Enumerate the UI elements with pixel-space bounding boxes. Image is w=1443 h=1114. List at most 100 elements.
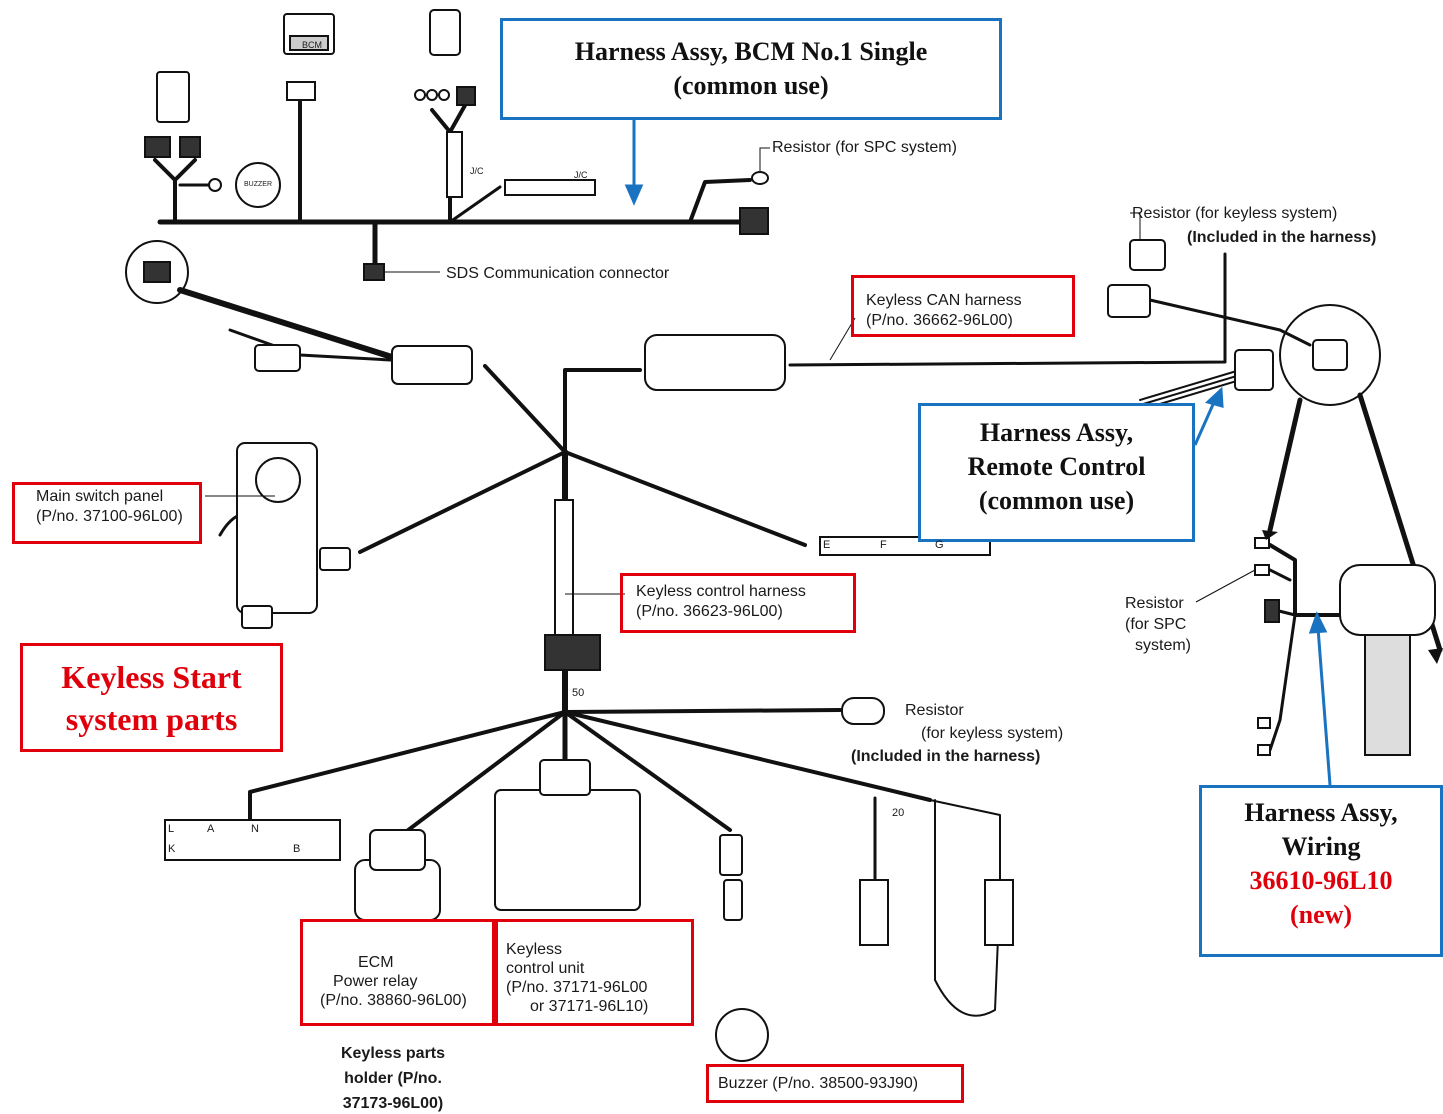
keyless-can-name: Keyless CAN harness	[866, 292, 1022, 309]
wire-to-resistor-mid	[563, 708, 842, 714]
callout-wiring-status: (new)	[1289, 900, 1353, 929]
leader-resistor-right	[1195, 569, 1256, 603]
wire-to-lkab	[248, 710, 567, 822]
right-conn-a	[1107, 284, 1151, 318]
wire-fuse-loop	[934, 799, 1001, 1017]
right-resistor-1	[1254, 537, 1270, 549]
keyless-unit-line2: control unit	[506, 960, 585, 977]
mid-connector-left	[391, 345, 473, 385]
label-included-top: (Included in the harness)	[1187, 229, 1377, 246]
label-50: 50	[572, 687, 585, 699]
label-conn-k: K	[168, 843, 176, 855]
callout-remote-harness: Harness Assy, Remote Control (common use…	[918, 403, 1195, 542]
wire-to-left-connector	[483, 364, 567, 454]
harness-tape	[554, 499, 574, 641]
label-conn-a: A	[207, 823, 215, 835]
bcm-end-conn	[739, 207, 769, 235]
box-buzzer	[706, 1064, 964, 1103]
box-main-switch	[12, 482, 202, 544]
bcm-branch-resistor	[688, 178, 752, 224]
right-conn-c	[1312, 339, 1348, 371]
callout-wiring-harness: Harness Assy, Wiring 36610-96L10 (new)	[1199, 785, 1443, 957]
label-resistor-right-1: Resistor	[1125, 595, 1184, 612]
callout-wiring-line2: Wiring	[1281, 832, 1361, 861]
label-resistor-right-3: system)	[1135, 637, 1191, 654]
box-ecm-relay	[300, 919, 495, 1026]
right-wiring-trunk	[1268, 543, 1347, 617]
buzzer-name: Buzzer (P/no. 38500-93J90)	[718, 1075, 919, 1092]
leader-can	[829, 317, 856, 361]
label-buzzer-small: BUZZER	[244, 181, 272, 188]
arrow-black-right-1	[1262, 530, 1278, 540]
wire-fuse-b	[929, 799, 1001, 881]
box-keyless-control-harness	[620, 573, 856, 633]
arrow-wiring-head	[1308, 611, 1328, 634]
main-switch-conn	[319, 547, 351, 571]
wire-can-long	[788, 252, 1227, 367]
label-conn-b: B	[293, 843, 301, 855]
parts-holder-line2: holder (P/no.	[344, 1070, 442, 1087]
can-connector	[644, 334, 786, 391]
callout-wiring-part: 36610-96L10	[1249, 866, 1393, 895]
lens-right-beam	[1267, 397, 1303, 533]
parts-holder-line1: Keyless parts	[340, 1045, 446, 1062]
bcm-box-inner	[289, 35, 329, 51]
label-resistor-spc-top: Resistor (for SPC system)	[772, 139, 957, 156]
remote-conn-round3	[438, 89, 450, 101]
lens-left-conn	[143, 261, 171, 283]
main-switch-pno: (P/no. 37100-96L00)	[36, 508, 183, 525]
label-conn-e: E	[823, 539, 831, 551]
parts-holder-line3: 37173-96L00)	[342, 1095, 444, 1112]
buzzer-body	[715, 1008, 769, 1062]
bcm-branch-panel	[153, 158, 197, 224]
remote-lever	[429, 9, 461, 56]
keyless-unit-pno2: or 37171-96L10)	[530, 998, 649, 1015]
keyless-control-harness-name: Keyless control harness	[636, 583, 806, 600]
fuse-a	[859, 879, 889, 946]
fuse-b	[984, 879, 1014, 946]
label-jc-2: J/C	[574, 170, 588, 180]
switch-panel-small	[156, 71, 190, 123]
callout-remote-line3: (common use)	[978, 486, 1135, 515]
ecm-relay-line2: Power relay	[333, 973, 418, 990]
wire-to-mainswitch	[358, 450, 567, 554]
label-included-mid: (Included in the harness)	[851, 748, 1041, 765]
right-conn-b	[1234, 349, 1274, 391]
wire-to-fuses	[563, 710, 932, 802]
arrow-wiring	[1316, 627, 1332, 786]
keyless-title-line2: system parts	[65, 701, 238, 737]
left-small-connector	[254, 344, 301, 372]
label-bcm: BCM	[302, 40, 322, 50]
resistor-keyless-top	[1129, 239, 1166, 271]
callout-remote-line2: Remote Control	[967, 452, 1146, 481]
ecm-relay-line1: ECM	[358, 954, 394, 971]
remote-conn-round1	[414, 89, 426, 101]
remote-conn-round2	[426, 89, 438, 101]
keyless-unit-pno1: (P/no. 37171-96L00	[506, 979, 648, 996]
buzzer-top-plug	[208, 178, 222, 192]
right-conn-big	[1264, 599, 1280, 623]
keyless-holder-clip	[544, 634, 601, 671]
lkab-connector	[164, 819, 341, 861]
right-conn-small2	[1257, 744, 1271, 756]
right-wiring-branch	[1268, 568, 1297, 752]
label-conn-g: G	[935, 539, 944, 551]
remote-conn	[456, 86, 476, 106]
outboard-cowl	[1339, 564, 1436, 636]
keyless-unit-body	[494, 789, 641, 911]
callout-bcm-line1: Harness Assy, BCM No.1 Single	[574, 37, 928, 66]
buzzer-conn-2	[723, 879, 743, 921]
label-20: 20	[892, 807, 905, 819]
outboard-leg	[1364, 634, 1411, 756]
right-keyless-wire	[1148, 298, 1312, 347]
label-resistor-right-2: (for SPC	[1125, 616, 1187, 633]
jc-strip-1	[446, 131, 463, 198]
right-resistor-2	[1254, 564, 1270, 576]
right-conn-small1	[1257, 717, 1271, 729]
label-conn-f: F	[880, 539, 887, 551]
keyless-unit-line1: Keyless	[506, 941, 563, 958]
label-conn-n: N	[251, 823, 259, 835]
keyless-control-harness-pno: (P/no. 36623-96L00)	[636, 603, 783, 620]
main-switch-conn2	[241, 605, 273, 629]
